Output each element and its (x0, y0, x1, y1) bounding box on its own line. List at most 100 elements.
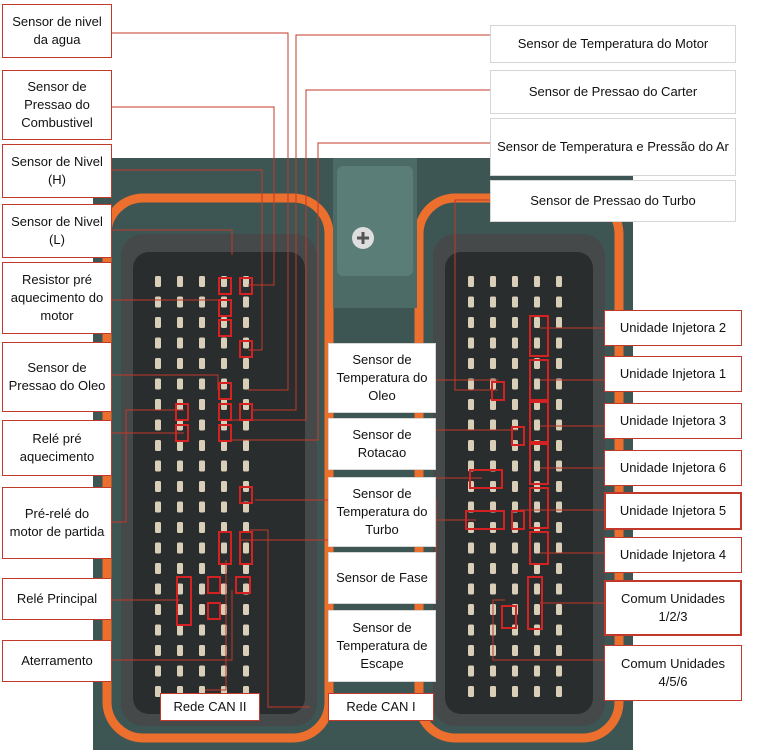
connector-pin (534, 645, 540, 656)
connector-pin (177, 542, 183, 554)
connector-pin (468, 665, 474, 677)
connector-pin (221, 501, 227, 513)
connector-pin (177, 522, 183, 533)
connector-pin (199, 378, 205, 390)
connector-pin (534, 563, 540, 574)
connector-pin (556, 440, 562, 451)
connector-pin (468, 686, 474, 697)
connector-pin (243, 440, 249, 451)
connector-pin (155, 583, 161, 595)
connector-pin (534, 686, 540, 697)
connector-pin (199, 665, 205, 677)
pin-highlight-box (511, 426, 525, 446)
leader-comum456 (492, 599, 604, 661)
connector-pin (556, 358, 562, 369)
connector-pin (534, 337, 540, 349)
connector-pin (243, 296, 249, 308)
leader-temp-motor (252, 34, 490, 411)
pin-highlight-box (529, 487, 549, 529)
pin-highlight-box (529, 315, 549, 357)
connector-pin (534, 665, 540, 677)
connector-pin (512, 665, 518, 677)
connector-pin (199, 399, 205, 410)
connector-pin (490, 296, 496, 308)
connector-pin (512, 522, 518, 533)
connector-pin (243, 358, 249, 369)
connector-pin (512, 337, 518, 349)
connector-pin (221, 460, 227, 472)
label-sensor-nivel-l: Sensor de Nivel (L) (2, 204, 112, 258)
connector-pin (155, 604, 161, 615)
connector-pin (243, 501, 249, 513)
connector-pin (512, 399, 518, 410)
connector-pin (155, 522, 161, 533)
connector-pin (534, 460, 540, 472)
connector-pin (468, 583, 474, 595)
connector-pin (243, 665, 249, 677)
connector-pin (534, 419, 540, 431)
connector-pin (490, 337, 496, 349)
connector-pin (199, 563, 205, 574)
connector-pin (177, 276, 183, 287)
connector-pin (512, 501, 518, 513)
connector-pin (177, 358, 183, 369)
connector-pin (556, 481, 562, 492)
pin-highlight-box (175, 403, 189, 421)
leader-pre-rele (112, 409, 184, 523)
connector-pin (221, 337, 227, 349)
connector-pin (534, 276, 540, 287)
pin-highlight-box (218, 299, 232, 317)
connector-pin (534, 583, 540, 595)
pin-highlight-box (218, 319, 232, 337)
leader-temp-escape (240, 539, 437, 600)
leader-nivel-h (112, 169, 263, 351)
label-unidade-injetora-1: Unidade Injetora 1 (604, 356, 742, 392)
connector-pin (199, 522, 205, 533)
connector-pin (534, 378, 540, 390)
label-unidade-injetora-5: Unidade Injetora 5 (604, 492, 742, 530)
pin-highlight-box (239, 277, 253, 295)
connector-pin (177, 563, 183, 574)
pin-highlight-box (491, 381, 505, 401)
label-aterramento: Aterramento (2, 640, 112, 682)
connector-pin (199, 460, 205, 472)
connector-pin (556, 665, 562, 677)
connector-pin (490, 276, 496, 287)
pin-highlight-box (235, 576, 251, 594)
connector-pin (556, 583, 562, 595)
label-comum-unidades-1-2-3: Comum Unidades 1/2/3 (604, 580, 742, 636)
connector-pin (199, 481, 205, 492)
connector-pin (512, 583, 518, 595)
connector-pin (155, 337, 161, 349)
connector-pin (556, 604, 562, 615)
connector-pin (243, 522, 249, 533)
connector-pin (243, 604, 249, 615)
leader-pressao-comb (112, 106, 275, 286)
pin-highlight-box (239, 403, 253, 421)
connector-pin (177, 460, 183, 472)
label-rele-pre-aquecimento: Relé pré aquecimento (2, 420, 112, 476)
connector-pin (468, 296, 474, 308)
connector-pin (199, 317, 205, 328)
connector-pin (512, 645, 518, 656)
connector-pin (155, 481, 161, 492)
connector-pin (243, 460, 249, 472)
connector-pin (468, 419, 474, 431)
connector-pin (177, 665, 183, 677)
connector-pin (468, 563, 474, 574)
pin-highlight-box (218, 531, 232, 565)
connector-pin (221, 358, 227, 369)
label-sensor-pressao-turbo: Sensor de Pressao do Turbo (490, 180, 736, 222)
label-sensor-temperatura-turbo: Sensor de Temperatura do Turbo (328, 477, 436, 547)
label-sensor-nivel-agua: Sensor de nivel da agua (2, 4, 112, 58)
connector-pin (512, 563, 518, 574)
connector-pin (490, 563, 496, 574)
connector-pin (490, 399, 496, 410)
label-unidade-injetora-3: Unidade Injetora 3 (604, 403, 742, 439)
connector-pin (177, 481, 183, 492)
pin-highlight-box (175, 424, 189, 442)
leader-pressao-turbo (454, 199, 498, 391)
connector-pin (556, 419, 562, 431)
leader-nivel-l (112, 229, 233, 255)
